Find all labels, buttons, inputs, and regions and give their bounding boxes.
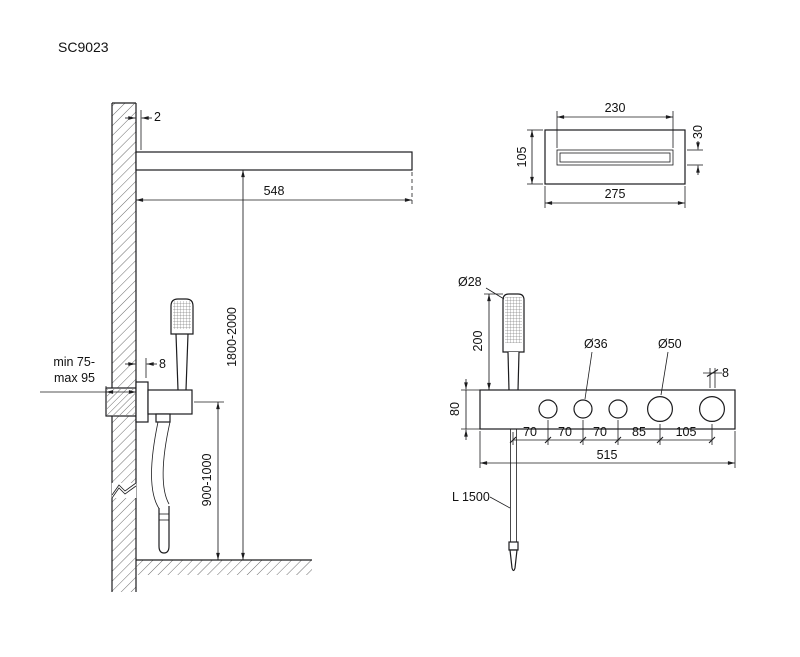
spout-side <box>135 151 413 206</box>
dim-body-depth: 105 <box>515 129 543 185</box>
dim-bracket-offset-label: 8 <box>159 357 166 371</box>
wall-section <box>111 102 137 592</box>
dim-body-width: 275 <box>544 186 686 208</box>
dim-panel-thickness-label: 8 <box>722 366 729 380</box>
dim-knob-large: Ø50 <box>658 337 682 396</box>
hose-front <box>508 429 519 572</box>
dim-opening-width-label: 230 <box>605 101 626 115</box>
dim-panel-height: 80 <box>448 379 480 440</box>
knob-large-1 <box>646 396 673 423</box>
side-view: 2 548 1800-2000 <box>40 102 413 592</box>
plan-view: 230 275 105 30 <box>515 101 705 208</box>
knob-small-3 <box>608 399 628 419</box>
dim-spout-thickness: 2 <box>125 110 161 150</box>
hose-fitting <box>508 541 519 551</box>
dim-spout-length: 548 <box>136 184 412 202</box>
front-view: Ø28 200 Ø36 Ø50 8 <box>448 275 736 572</box>
dim-hand-length-label: 200 <box>471 331 485 352</box>
dim-bracket-offset: 8 <box>125 357 166 378</box>
floor-section <box>136 559 312 575</box>
knob-small-1 <box>538 399 558 419</box>
hose-outlet <box>155 413 171 423</box>
dim-embed-depth: min 75- max 95 <box>40 355 136 400</box>
dim-panel-width-label: 515 <box>597 448 618 462</box>
spout-opening <box>556 149 674 166</box>
dim-hand-diameter-label: Ø28 <box>458 275 482 289</box>
dim-hand-length: 200 <box>471 293 503 390</box>
dim-spacing-5-label: 105 <box>676 425 697 439</box>
dim-panel-thickness: 8 <box>703 366 729 388</box>
dim-spacing-chain: 70 70 70 85 105 <box>509 420 716 445</box>
dim-body-width-label: 275 <box>605 187 626 201</box>
dim-embed-max-label: max 95 <box>54 371 95 385</box>
dim-spout-thickness-label: 2 <box>154 110 161 124</box>
dim-body-depth-label: 105 <box>515 147 529 168</box>
wall-plate <box>135 381 149 423</box>
panel-front <box>479 389 736 430</box>
bracket-body <box>147 389 193 415</box>
dim-opening-depth-label: 30 <box>691 125 705 139</box>
dim-opening-depth: 30 <box>687 125 705 175</box>
dim-knob-large-label: Ø50 <box>658 337 682 351</box>
dim-mount-height: 1800-2000 <box>225 170 245 560</box>
dim-panel-height-label: 80 <box>448 402 462 416</box>
dim-spacing-2-label: 70 <box>558 425 572 439</box>
dim-embed-min-label: min 75- <box>53 355 95 369</box>
dim-mount-height-label: 1800-2000 <box>225 307 239 367</box>
floor-hatch <box>136 560 312 575</box>
hose-end <box>158 506 170 554</box>
spout-opening-inner <box>559 152 671 163</box>
spout-body <box>135 151 413 171</box>
spout-plan-body <box>544 129 686 185</box>
spray-face-front <box>505 297 522 343</box>
dim-hose-length-label: L 1500 <box>452 490 490 504</box>
dim-spacing-1-label: 70 <box>523 425 537 439</box>
dim-hose-length: L 1500 <box>452 490 511 509</box>
hose-side <box>151 421 171 554</box>
dim-handle-height-label: 900-1000 <box>200 454 214 507</box>
dim-handle-height: 900-1000 <box>194 401 224 560</box>
spray-face <box>173 301 191 329</box>
model-code: SC9023 <box>58 39 109 55</box>
embedded-box-hatch <box>107 389 135 415</box>
dim-spacing-4-label: 85 <box>632 425 646 439</box>
handshower-side <box>170 298 194 391</box>
dim-spout-length-label: 548 <box>264 184 285 198</box>
panel-body <box>479 389 736 430</box>
dim-spacing-3-label: 70 <box>593 425 607 439</box>
dim-opening-width: 230 <box>556 101 674 148</box>
dim-hand-diameter: Ø28 <box>458 275 505 300</box>
wall-hatch <box>112 103 136 592</box>
knob-large-2 <box>698 396 725 423</box>
knob-small-2 <box>573 399 593 419</box>
mixer-bracket <box>105 381 193 423</box>
dim-knob-small: Ø36 <box>584 337 608 400</box>
hose-tip <box>509 549 518 572</box>
dim-knob-small-label: Ø36 <box>584 337 608 351</box>
dim-panel-width: 515 <box>479 431 736 468</box>
